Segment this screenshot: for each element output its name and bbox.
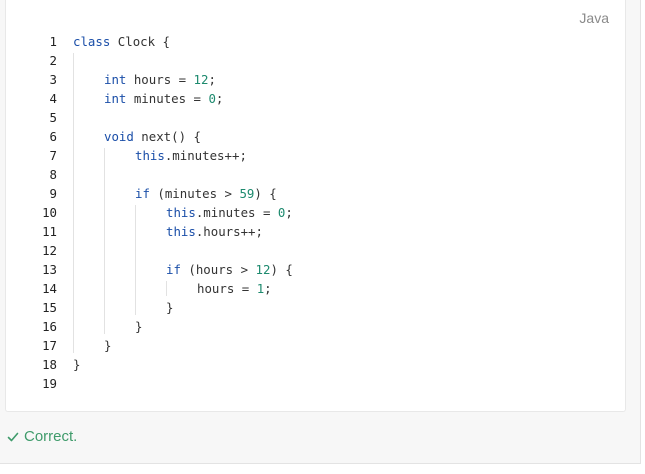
line-number: 12 [42, 243, 57, 258]
code-text: } [166, 298, 173, 317]
code-text: if (hours > 12) { [166, 260, 293, 279]
line-number: 3 [49, 72, 57, 87]
code-keyword: this [166, 205, 196, 220]
code-viewer: Java 1 class Clock { 2 3 int hours = 12; 4 int… [5, 0, 626, 412]
indent-guide [73, 53, 74, 353]
code-keyword: void [104, 129, 134, 144]
code-text: int minutes = 0; [104, 89, 223, 108]
code-text: class Clock { [73, 32, 170, 51]
line-number: 1 [49, 34, 57, 49]
code-keyword: class [73, 34, 111, 49]
code-token: ) { [254, 186, 277, 201]
check-icon [7, 432, 19, 441]
result-status: Correct. [7, 428, 77, 445]
code-token: .minutes++; [164, 148, 247, 163]
code-text: this.minutes = 0; [166, 203, 293, 222]
line-number: 9 [49, 186, 57, 201]
code-token: (minutes > [149, 186, 240, 201]
code-number: 0 [208, 91, 216, 106]
code-token: } [135, 319, 143, 334]
indent-guide [135, 205, 136, 315]
code-keyword: this [166, 224, 196, 239]
line-number: 14 [42, 281, 57, 296]
code-token: .hours++; [195, 224, 263, 239]
code-keyword: this [135, 148, 165, 163]
indent-guide [104, 148, 105, 334]
code-text: void next() { [104, 127, 201, 146]
code-token: } [73, 357, 81, 372]
code-keyword: if [166, 262, 181, 277]
language-label: Java [579, 10, 609, 26]
result-text: Correct. [24, 428, 78, 445]
line-number: 11 [42, 224, 57, 239]
line-number: 2 [49, 53, 57, 68]
code-keyword: int [104, 72, 127, 87]
line-number: 6 [49, 129, 57, 144]
code-text: } [104, 336, 111, 355]
line-number: 15 [42, 300, 57, 315]
code-token: ; [285, 205, 293, 220]
line-number: 13 [42, 262, 57, 277]
code-token: } [104, 338, 112, 353]
code-text: this.minutes++; [135, 146, 247, 165]
line-number: 4 [49, 91, 57, 106]
code-number: 12 [255, 262, 271, 277]
code-number: 0 [277, 205, 286, 220]
line-number: 16 [42, 319, 57, 334]
code-number: 12 [193, 72, 209, 87]
code-keyword: int [104, 91, 127, 106]
line-number: 8 [49, 167, 57, 182]
indent-guide [166, 281, 167, 296]
code-token: } [166, 300, 174, 315]
line-number: 7 [49, 148, 57, 163]
code-keyword: if [135, 186, 150, 201]
code-number: 1 [256, 281, 265, 296]
code-token: ; [208, 72, 216, 87]
code-number: 59 [239, 186, 255, 201]
code-token: (hours > [180, 262, 256, 277]
code-text: if (minutes > 59) { [135, 184, 277, 203]
code-token: hours = [197, 281, 257, 296]
code-token: next() { [133, 129, 201, 144]
line-number: 19 [42, 376, 57, 391]
line-number: 18 [42, 357, 57, 372]
code-token: .minutes = [195, 205, 278, 220]
code-token: hours = [126, 72, 194, 87]
code-text: } [135, 317, 142, 336]
code-token: Clock { [110, 34, 170, 49]
code-token: ; [215, 91, 224, 106]
code-token: ) { [270, 262, 293, 277]
code-token: ; [264, 281, 272, 296]
code-text: hours = 1; [197, 279, 272, 298]
line-number: 10 [42, 205, 57, 220]
code-text: } [73, 355, 80, 374]
line-number: 17 [42, 338, 57, 353]
code-text: int hours = 12; [104, 70, 216, 89]
code-text: this.hours++; [166, 222, 263, 241]
exercise-panel: Java 1 class Clock { 2 3 int hours = 12; 4 int… [0, 0, 641, 464]
line-number: 5 [49, 110, 57, 125]
code-token: minutes = [126, 91, 209, 106]
